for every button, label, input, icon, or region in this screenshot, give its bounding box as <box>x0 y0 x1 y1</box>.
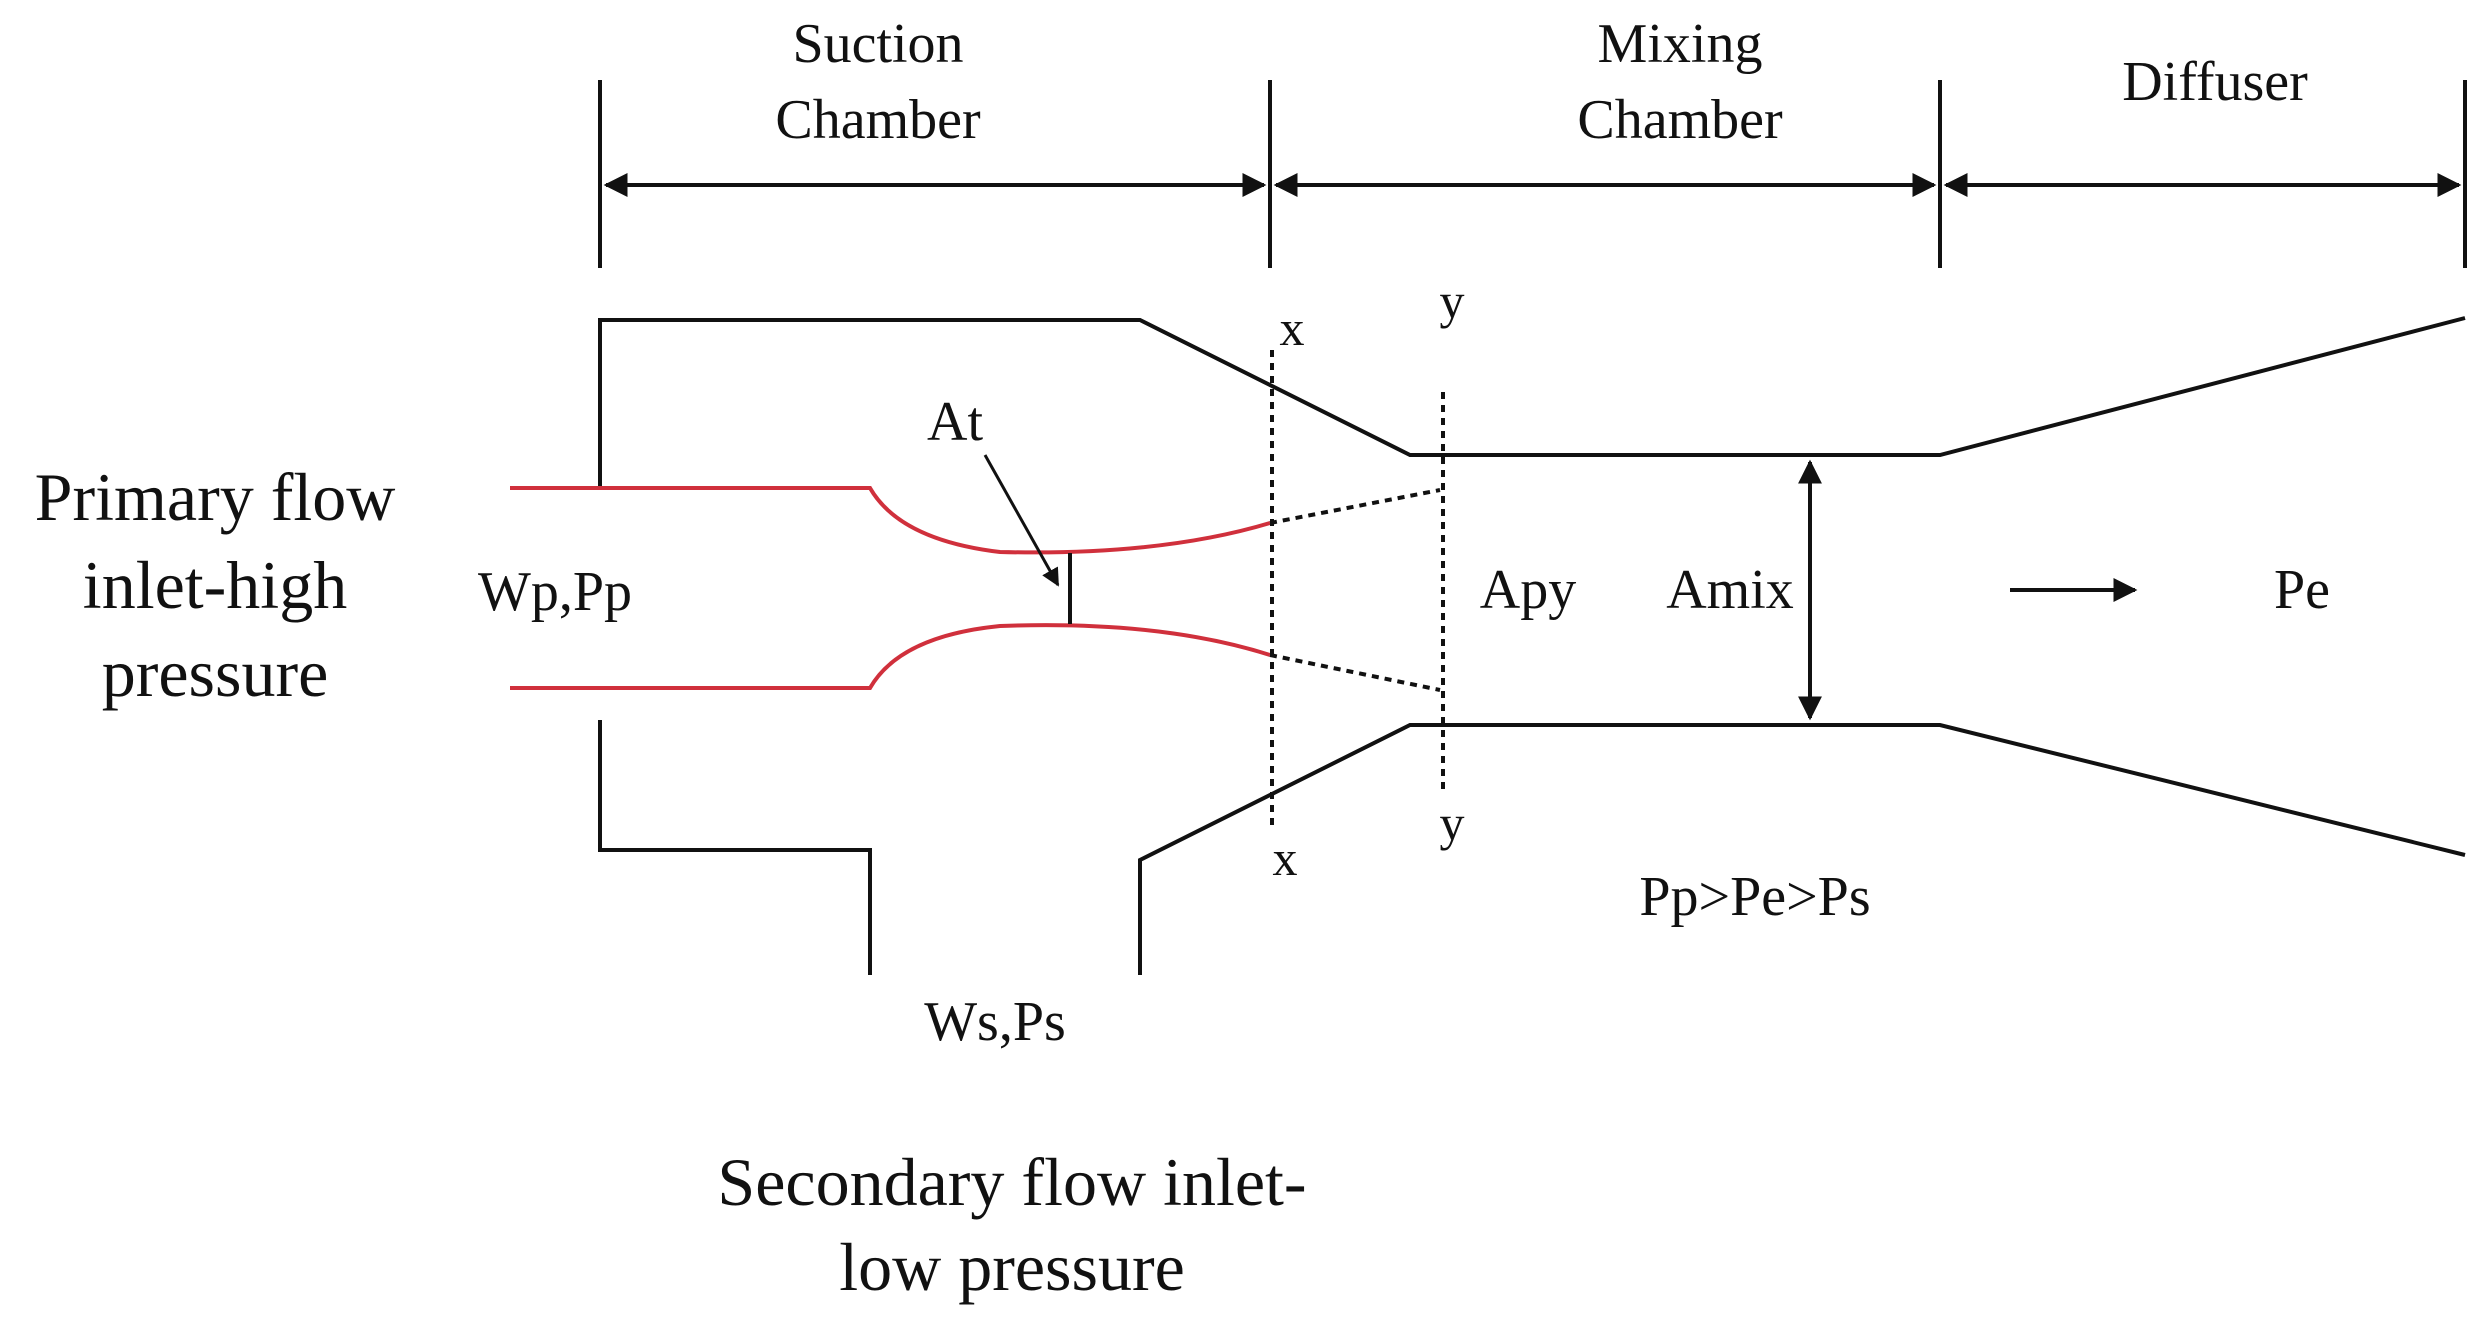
ejector-lower-wall-right <box>1138 723 2466 975</box>
at-pointer-arrow <box>983 454 1060 587</box>
at-label: At <box>927 391 983 453</box>
suction-heading-line2: Chamber <box>775 89 981 151</box>
pressure-relation-label: Pp>Pe>Ps <box>1639 866 1870 928</box>
pe-label: Pe <box>2274 559 2330 621</box>
plane-y-bottom-label: y <box>1440 795 1465 851</box>
plane-x-top-label: x <box>1280 300 1305 356</box>
mixing-heading-line2: Chamber <box>1577 89 1783 151</box>
primary-nozzle-lower <box>510 623 1271 690</box>
primary-inlet-line2: inlet-high <box>83 547 347 623</box>
jet-boundary-lower <box>1269 653 1441 692</box>
jet-boundary-upper <box>1269 488 1441 525</box>
primary-nozzle-upper <box>510 486 1271 555</box>
plane-x-bottom-label: x <box>1273 830 1298 886</box>
mixing-heading-line1: Mixing <box>1598 13 1763 75</box>
ejector-upper-wall <box>598 316 2466 490</box>
suction-heading-line1: Suction <box>792 13 963 75</box>
plane-y-top-label: y <box>1440 273 1465 329</box>
ws-ps-label: Ws,Ps <box>924 991 1066 1053</box>
primary-inlet-line3: pressure <box>102 635 329 711</box>
amix-label: Amix <box>1666 559 1794 621</box>
apy-label: Apy <box>1480 559 1576 621</box>
secondary-inlet-line2: low pressure <box>839 1229 1185 1305</box>
ejector-lower-wall <box>598 720 872 975</box>
secondary-inlet-line1: Secondary flow inlet- <box>717 1144 1306 1220</box>
wp-pp-label: Wp,Pp <box>478 561 632 623</box>
primary-inlet-line1: Primary flow <box>35 459 396 535</box>
diffuser-heading: Diffuser <box>2122 51 2308 113</box>
